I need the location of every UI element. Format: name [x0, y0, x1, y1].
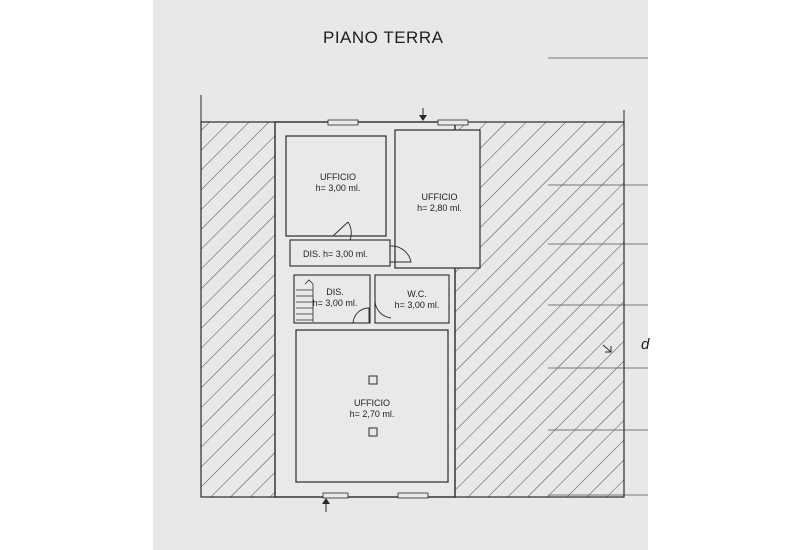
room-label-wc: W.C. h= 3,00 ml. [389, 289, 445, 311]
door-swing-dis-2 [352, 307, 370, 324]
door-swing-wc [374, 299, 392, 319]
room-ufficio-3 [295, 329, 449, 483]
marker-arrow [602, 344, 612, 353]
margin-letter: d [641, 336, 650, 353]
room-name: UFFICIO [320, 172, 356, 182]
stairs [296, 279, 314, 322]
room-height: h= 2,70 ml. [349, 409, 395, 419]
window-top-2 [437, 119, 469, 126]
room-dis-1 [289, 239, 391, 267]
room-name: DIS. [326, 287, 344, 297]
room-height: h= 3,00 ml. [315, 183, 361, 193]
room-name: DIS. [303, 249, 321, 259]
room-height: h= 2,80 ml. [417, 203, 462, 213]
room-wc [374, 274, 450, 324]
room-height: h= 3,00 ml. [323, 249, 368, 259]
room-dis-2 [293, 274, 371, 324]
room-label-ufficio-2: UFFICIO h= 2,80 ml. [407, 192, 472, 214]
room-ufficio-1 [285, 135, 387, 237]
plan-title: PIANO TERRA [323, 28, 444, 47]
room-name: UFFICIO [421, 192, 458, 202]
column-1 [368, 375, 378, 385]
door-swing-ufficio-2 [389, 245, 412, 263]
window-bottom-2 [397, 492, 429, 499]
hatched-area-left [200, 121, 280, 498]
room-label-ufficio-1: UFFICIO h= 3,00 ml. [303, 172, 373, 194]
window-bottom-1 [322, 492, 349, 499]
hatched-area-right [453, 121, 625, 498]
column-2 [368, 427, 378, 437]
parking-lines [548, 184, 648, 496]
room-label-ufficio-3: UFFICIO h= 2,70 ml. [337, 398, 407, 420]
window-top-1 [327, 119, 359, 126]
room-label-dis-2: DIS. h= 3,00 ml. [311, 287, 359, 309]
floor-plan [200, 57, 648, 512]
room-name: W.C. [407, 289, 427, 299]
room-name: UFFICIO [354, 398, 390, 408]
door-swing-ufficio-1 [332, 221, 352, 241]
room-height: h= 3,00 ml. [312, 298, 358, 308]
drawing-sheet: PIANO TERRA UFFICIO h= 3,00 ml. UFFICIO … [153, 0, 650, 550]
room-height: h= 3,00 ml. [394, 300, 440, 310]
room-ufficio-2 [394, 129, 481, 269]
room-label-dis-1: DIS. h= 3,00 ml. [303, 249, 368, 260]
